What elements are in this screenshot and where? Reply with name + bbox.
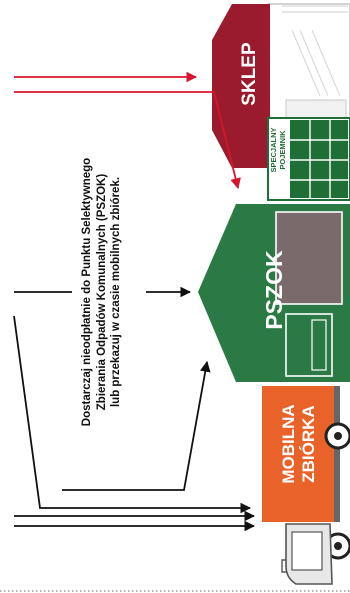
special-container-label: SPECJALNY POJEMNIK bbox=[269, 122, 291, 178]
shop-label: SKLEP bbox=[238, 38, 262, 110]
mobile-collection-label: MOBILNA ZBIÓRKA bbox=[279, 385, 325, 503]
caption-line-2: Zbierania Odpadów Komunalnych (PSZOK) bbox=[95, 142, 110, 442]
instruction-caption: Dostarczaj nieodpłatnie do Punktu Selekt… bbox=[80, 142, 140, 442]
caption-line-1: Dostarczaj nieodpłatnie do Punktu Selekt… bbox=[80, 142, 95, 442]
mobile-label-line-2: ZBIÓRKA bbox=[299, 385, 319, 503]
mobile-label-line-1: MOBILNA bbox=[279, 385, 299, 503]
container-label-line-1: SPECJALNY bbox=[269, 122, 278, 178]
pszok-door bbox=[286, 314, 332, 376]
pszok-label: PSZOK bbox=[259, 250, 289, 330]
pszok-roof bbox=[198, 204, 262, 382]
container-label-line-2: POJEMNIK bbox=[278, 122, 287, 178]
caption-line-3: lub przekazuj w czasie mobilnych zbiórek… bbox=[109, 142, 124, 442]
